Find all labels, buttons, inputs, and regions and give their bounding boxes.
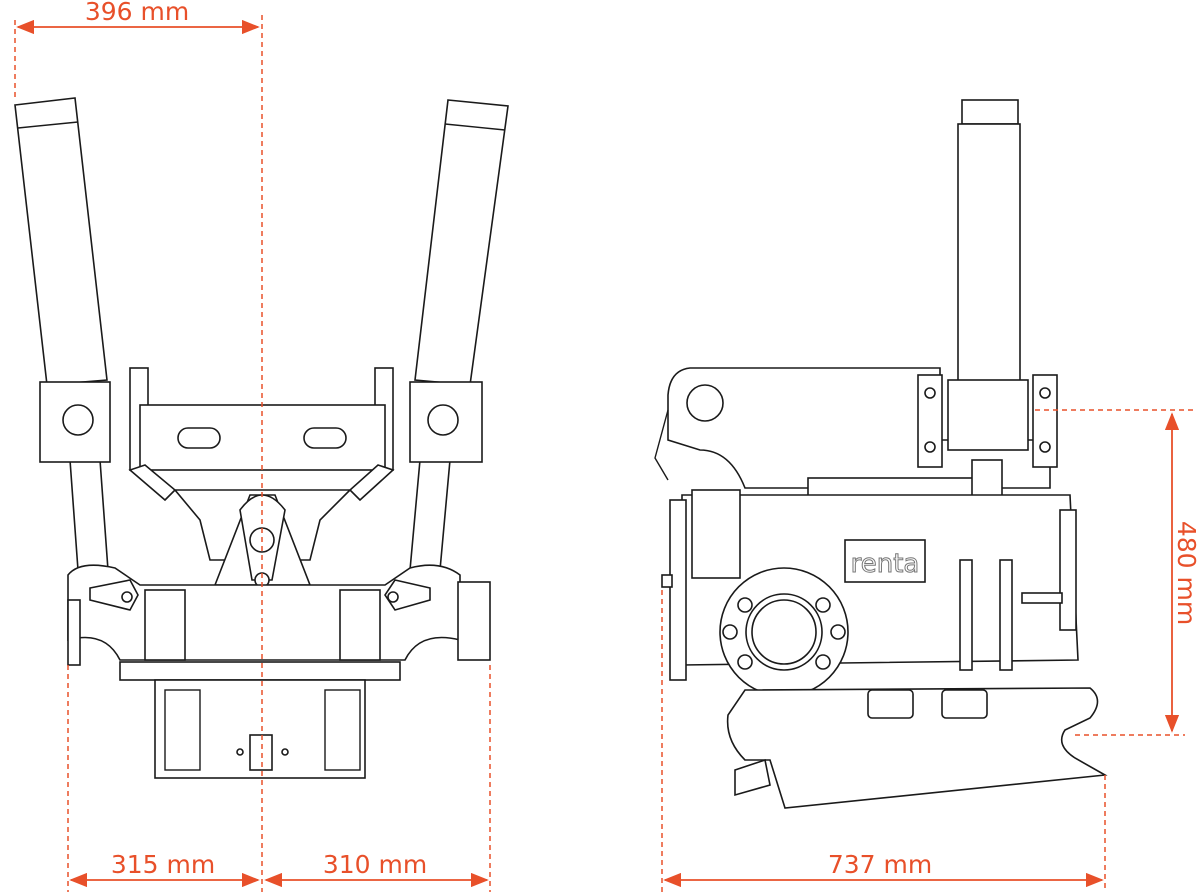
dimension-bottom-right: 310 mm — [323, 850, 427, 879]
renta-logo-box — [844, 539, 926, 583]
dimension-top-width: 396 mm — [85, 0, 189, 26]
dimension-lines — [14, 15, 1195, 892]
dimension-bottom-left: 315 mm — [111, 850, 215, 879]
dimension-side-length: 737 mm — [828, 850, 932, 879]
left-cylinder — [14, 97, 108, 386]
right-cylinder — [414, 99, 509, 386]
dimension-side-height: 480 mm — [1172, 521, 1201, 625]
side-coupler — [726, 687, 1108, 809]
renta-logo: renta — [851, 549, 920, 579]
side-view: renta — [654, 99, 1108, 809]
front-view — [14, 97, 509, 779]
side-cylinder — [957, 123, 1021, 385]
